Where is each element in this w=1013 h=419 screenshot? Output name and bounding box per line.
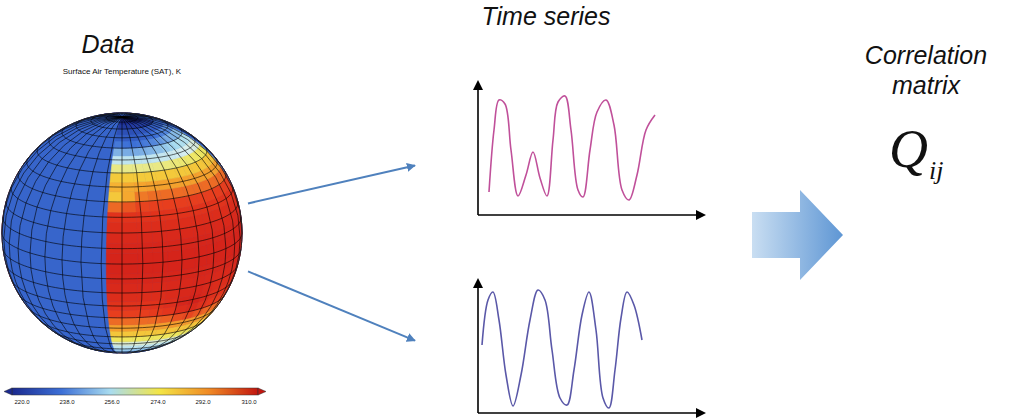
panel-title: Time series xyxy=(415,2,677,31)
temperature-cell xyxy=(107,222,122,233)
temperature-cell xyxy=(107,293,122,302)
temperature-cell xyxy=(122,293,137,302)
temperature-cell xyxy=(111,337,122,342)
temperature-cell xyxy=(2,113,242,353)
axis-arrowheads xyxy=(473,80,706,418)
temperature-cell xyxy=(114,141,122,148)
temperature-cell xyxy=(147,190,161,201)
globe-disc xyxy=(2,113,242,353)
time-series-plot: Time series xyxy=(415,2,707,220)
temperature-cell xyxy=(122,202,136,212)
temperature-cell xyxy=(122,192,136,202)
graticule xyxy=(2,113,242,353)
temperature-cell xyxy=(122,173,134,182)
colorbar-tick: 238.0 xyxy=(51,399,83,406)
temperature-cell xyxy=(152,231,167,243)
globe-outline xyxy=(2,113,242,353)
temperature-cell xyxy=(135,191,149,202)
matrix-subscript: ij xyxy=(929,156,943,186)
temperature-cell xyxy=(108,318,122,325)
colorbar-tick: 274.0 xyxy=(142,399,174,406)
temperature-cell xyxy=(2,113,242,353)
temperature-cell xyxy=(122,264,138,274)
matrix-symbol: Q xyxy=(889,118,928,180)
time-series-plot xyxy=(415,272,707,418)
time-series-curves xyxy=(482,96,655,408)
panel-title: Data xyxy=(2,30,214,59)
blue-series xyxy=(482,290,642,408)
temperature-field xyxy=(2,113,242,353)
temperature-cell xyxy=(106,264,122,274)
colorbar-tick: 310.0 xyxy=(233,399,265,406)
temperature-cell xyxy=(107,233,122,244)
colorbar-tick: 220.0 xyxy=(6,399,38,406)
panel-title: Correlation matrix xyxy=(843,40,1009,100)
temperature-cell xyxy=(135,317,149,325)
temperature-cell xyxy=(122,310,136,318)
temperature-cell xyxy=(149,200,164,211)
temperature-cell xyxy=(153,251,168,263)
temperature-cell xyxy=(2,113,242,353)
temperature-cell xyxy=(136,201,151,212)
connector-arrow xyxy=(248,271,415,340)
temperature-cell xyxy=(108,202,122,212)
temperature-cell xyxy=(153,262,168,273)
temperature-cell xyxy=(110,331,122,337)
temperature-cell xyxy=(111,164,122,173)
colorbar-tick: 256.0 xyxy=(96,399,128,406)
connector-arrow xyxy=(248,166,415,204)
temperature-cell xyxy=(152,281,167,292)
temperature-cell xyxy=(137,283,152,293)
temperature-cell xyxy=(137,222,152,233)
map-title: Surface Air Temperature (SAT), K xyxy=(22,67,222,77)
temperature-cell xyxy=(118,124,122,129)
temperature-cell xyxy=(122,331,134,337)
temperature-cell xyxy=(122,283,137,293)
temperature-cell xyxy=(113,148,122,156)
data-panel: Data xyxy=(2,28,248,386)
temperature-cell xyxy=(108,192,122,202)
temperature-cell xyxy=(110,173,122,182)
temperature-cell xyxy=(133,172,146,182)
temperature-cell xyxy=(138,253,153,264)
colorbar xyxy=(4,388,266,395)
temperature-cell xyxy=(122,148,131,156)
temperature-cell xyxy=(122,346,131,349)
temperature-cell xyxy=(137,232,152,243)
temperature-cell xyxy=(107,283,122,293)
temperature-cell xyxy=(151,220,166,232)
block-arrow xyxy=(752,190,843,280)
temperature-cell xyxy=(122,318,136,325)
temperature-cell xyxy=(113,346,122,349)
temperature-cell xyxy=(108,310,122,318)
temperature-cell xyxy=(122,337,133,342)
temperature-cell xyxy=(137,292,152,302)
temperature-cell xyxy=(117,129,122,135)
temperature-cell xyxy=(122,164,133,173)
temperature-cell xyxy=(138,263,153,274)
temperature-cell xyxy=(151,291,166,301)
globe-map xyxy=(2,113,242,353)
colorbar-tick: 292.0 xyxy=(187,399,219,406)
temperature-cell xyxy=(136,309,151,317)
pink-series xyxy=(489,96,655,200)
temperature-cell xyxy=(122,254,138,264)
temperature-cell xyxy=(122,233,137,244)
temperature-cell xyxy=(165,219,180,231)
temperature-cell xyxy=(106,254,122,264)
plot-axes xyxy=(478,86,700,413)
correlation-panel: Correlation matrixQij xyxy=(843,40,1009,210)
temperature-cell xyxy=(122,222,137,233)
